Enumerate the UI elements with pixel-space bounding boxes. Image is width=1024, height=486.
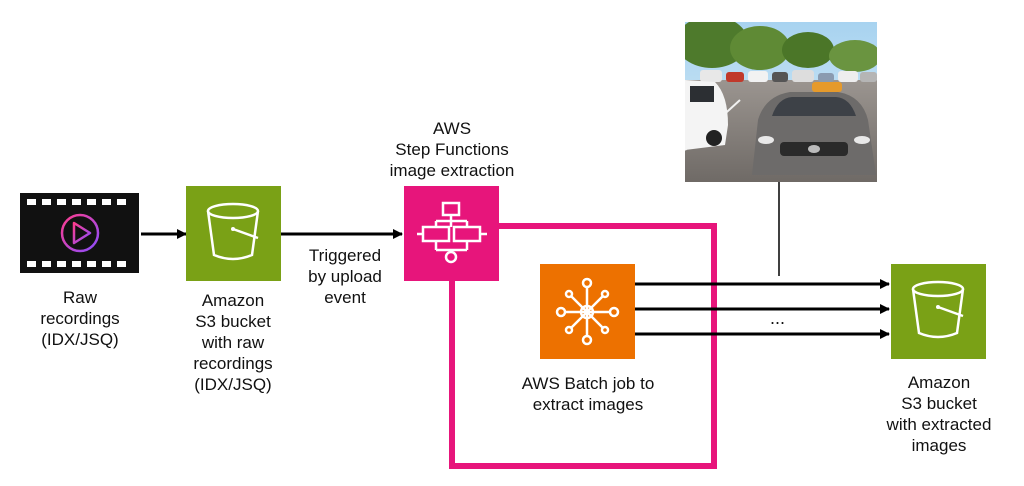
step-functions-label: AWS Step Functions image extraction [389, 119, 515, 180]
s3-extracted-bucket-icon [891, 264, 986, 359]
s3-raw-bucket-label: Amazon S3 bucket with raw recordings (ID… [193, 291, 273, 394]
parking-lot-photo [685, 22, 877, 182]
step-functions-workflow-outline [449, 223, 717, 469]
parallel-ellipsis: ... [770, 308, 786, 328]
step-functions-icon [404, 186, 499, 281]
video-film-icon [20, 193, 139, 273]
raw-recordings-label: Raw recordings (IDX/JSQ) [40, 288, 120, 349]
trigger-event-label: Triggered by upload event [308, 246, 382, 307]
s3-raw-bucket-icon [186, 186, 281, 281]
s3-extracted-bucket-label: Amazon S3 bucket with extracted images [886, 373, 992, 455]
batch-icon [540, 264, 635, 359]
batch-job-label: AWS Batch job to extract images [521, 374, 655, 414]
